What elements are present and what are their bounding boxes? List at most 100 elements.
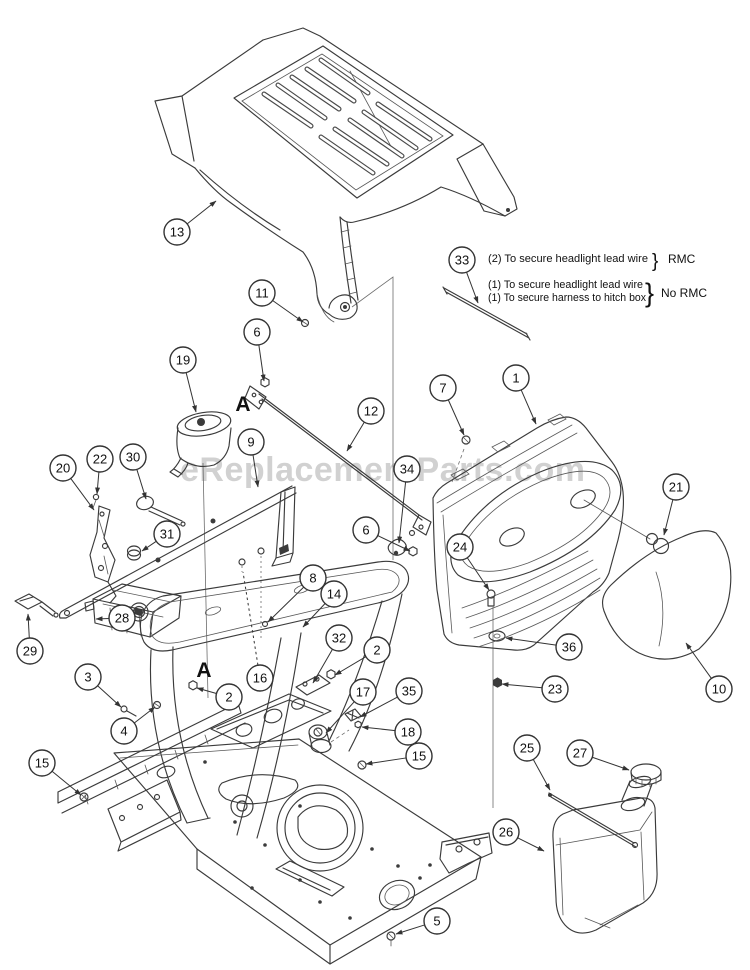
nut-6-lower — [408, 546, 418, 557]
callout-number: 2 — [225, 690, 232, 705]
callout-27: 27 — [566, 739, 630, 771]
callout-30: 30 — [119, 443, 147, 500]
fuel-cap-part — [630, 763, 662, 788]
callout-number: 22 — [93, 452, 107, 467]
callout-number: 19 — [176, 353, 190, 368]
callout-number: 31 — [160, 527, 174, 542]
screw-5 — [386, 931, 396, 947]
callout-number: 28 — [115, 611, 129, 626]
callout-1: 1 — [502, 364, 537, 425]
callout-14: 14 — [302, 580, 348, 628]
chassis-bolt-holes — [203, 760, 432, 920]
callout-number: 26 — [499, 825, 513, 840]
grille-panel-part — [432, 413, 625, 651]
cap-part — [169, 411, 232, 478]
bolt-2-left — [188, 680, 198, 691]
callout-number: 6 — [253, 325, 260, 340]
watermark-text: eReplacementParts.com — [180, 451, 585, 489]
callout-31: 31 — [141, 520, 181, 552]
clip-35 — [344, 708, 362, 722]
callout-number: 13 — [170, 225, 184, 240]
callout-number: 11 — [255, 286, 269, 301]
hood-part — [154, 27, 518, 323]
nut-6-top — [260, 377, 270, 388]
callout-11: 11 — [248, 279, 304, 323]
vent-slots — [261, 57, 433, 176]
construction-lines — [202, 276, 651, 808]
callout-2: 2 — [334, 636, 391, 676]
bulb-21 — [645, 532, 670, 555]
note-normc-line1: (1) To secure headlight lead wire — [488, 279, 643, 291]
callout-number: 35 — [402, 684, 416, 699]
reference-letter-A: A — [235, 393, 250, 416]
callout-number: 36 — [562, 640, 576, 655]
hood-hinge-bracket — [328, 294, 358, 320]
support-rod-part — [244, 385, 432, 556]
callout-28: 28 — [95, 604, 136, 632]
bolts-16 — [238, 547, 265, 566]
callout-number: 2 — [373, 643, 380, 658]
callout-number: 23 — [548, 682, 562, 697]
callout-number: 5 — [433, 914, 440, 929]
callout-number: 7 — [439, 381, 446, 396]
callout-2: 2 — [196, 683, 243, 711]
ignition-switch-part — [308, 708, 362, 754]
washer-36 — [488, 630, 506, 642]
note-normc-line2: (1) To secure harness to hitch box — [488, 292, 646, 304]
reference-letter-A: A — [196, 659, 211, 682]
callout-34: 34 — [393, 455, 421, 544]
callout-number: 6 — [362, 523, 369, 538]
bolt-4 — [152, 700, 162, 710]
callout-number: 32 — [332, 631, 346, 646]
callout-33: 33 — [448, 246, 479, 304]
key-part-29 — [14, 593, 59, 618]
callout-number: 25 — [520, 741, 534, 756]
fuel-tank-part — [548, 763, 662, 934]
callout-35: 35 — [359, 677, 423, 718]
callout-number: 14 — [327, 587, 341, 602]
hood-top-edge — [262, 27, 484, 145]
callout-12: 12 — [346, 397, 385, 452]
callout-number: 29 — [23, 644, 37, 659]
callout-number: 33 — [455, 253, 469, 268]
callout-15: 15 — [28, 749, 82, 796]
callout-9: 9 — [237, 428, 265, 488]
bolt-2-right — [326, 669, 336, 680]
screw-7 — [461, 435, 471, 445]
letter-markers: AA — [196, 393, 250, 682]
callout-number: 17 — [356, 685, 370, 700]
rmc-brace: } — [652, 251, 658, 272]
callout-17: 17 — [325, 678, 377, 734]
tank-rod-part-25 — [548, 792, 639, 849]
hood-vent-panel — [233, 45, 454, 199]
screw-15-right — [357, 760, 367, 770]
notes-block: (2) To secure headlight lead wire } RMC … — [488, 251, 707, 308]
frame-rails — [57, 702, 246, 852]
callout-3: 3 — [74, 663, 122, 708]
callout-19: 19 — [169, 346, 197, 413]
callout-number: 16 — [253, 671, 267, 686]
callout-4: 4 — [110, 706, 156, 745]
callout-23: 23 — [501, 675, 569, 703]
nut-18 — [354, 720, 362, 729]
rmc-label: RMC — [668, 252, 696, 266]
callout-number: 20 — [56, 461, 70, 476]
callout-number: 15 — [35, 756, 49, 771]
callout-number: 4 — [120, 724, 127, 739]
callout-24: 24 — [446, 533, 490, 591]
screw-3 — [120, 705, 137, 717]
bolt-22 — [92, 493, 100, 501]
callout-25: 25 — [513, 734, 551, 791]
callout-number: 24 — [453, 540, 467, 555]
bolt-23 — [493, 677, 502, 688]
grille-slats — [461, 550, 601, 648]
callout-number: 10 — [712, 682, 726, 697]
bracket-32 — [295, 674, 331, 696]
callout-8: 8 — [267, 564, 327, 623]
cable-tie-part — [442, 286, 531, 341]
callout-6: 6 — [243, 318, 271, 382]
callout-number: 12 — [364, 404, 378, 419]
nut-part-31 — [126, 545, 142, 561]
